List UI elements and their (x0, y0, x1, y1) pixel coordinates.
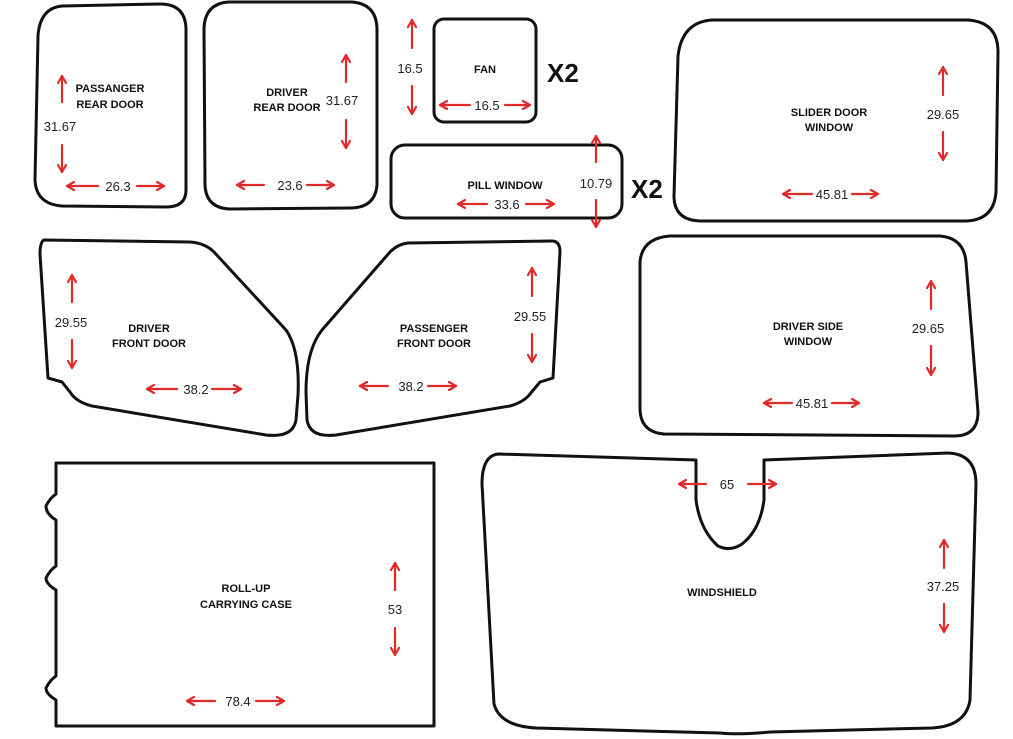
driver-front-door-width: 38.2 (183, 382, 208, 397)
driver-side-window-label-2: WINDOW (784, 336, 833, 348)
driver-side-window-height: 29.65 (912, 321, 945, 336)
passenger-rear-door-piece: PASSANGER REAR DOOR 31.67 26.3 (33, 2, 188, 209)
fan-width: 16.5 (474, 98, 499, 113)
fan-multiplier: X2 (547, 58, 579, 88)
driver-rear-door-label-2: REAR DOOR (253, 102, 320, 114)
slider-door-window-width: 45.81 (816, 187, 849, 202)
rollup-case-height: 53 (388, 602, 402, 617)
pill-window-height: 10.79 (580, 176, 613, 191)
rollup-case-piece: ROLL-UP CARRYING CASE 53 78.4 (44, 461, 436, 728)
driver-front-door-height: 29.55 (55, 315, 88, 330)
rollup-case-label-1: ROLL-UP (222, 583, 271, 595)
slider-door-window-outline (672, 18, 1000, 223)
driver-rear-door-piece: DRIVER REAR DOOR 31.67 23.6 (202, 0, 379, 211)
fan-height: 16.5 (397, 61, 422, 76)
fan-outline (432, 17, 538, 124)
slider-door-window-label-1: SLIDER DOOR (791, 107, 867, 119)
passenger-front-door-width: 38.2 (398, 379, 423, 394)
driver-side-window-label-1: DRIVER SIDE (773, 321, 843, 333)
driver-front-door-label-1: DRIVER (128, 323, 170, 335)
driver-front-door-piece: DRIVER FRONT DOOR 29.55 38.2 (38, 238, 300, 437)
driver-rear-door-outline (202, 0, 379, 211)
windshield-piece: WINDSHIELD 65 37.25 (480, 451, 978, 736)
fan-label: FAN (474, 64, 496, 76)
passenger-front-door-piece: PASSENGER FRONT DOOR 29.55 38.2 (304, 239, 562, 437)
passenger-rear-door-width: 26.3 (105, 179, 130, 194)
pill-window-outline (389, 143, 624, 220)
driver-side-window-piece: DRIVER SIDE WINDOW 29.65 45.81 (638, 234, 980, 438)
windshield-notch-width: 65 (720, 477, 734, 492)
pill-window-multiplier: X2 (631, 174, 663, 204)
rollup-case-width: 78.4 (225, 694, 250, 709)
pill-window-label: PILL WINDOW (468, 180, 544, 192)
passenger-front-door-height: 29.55 (514, 309, 547, 324)
slider-door-window-label-2: WINDOW (805, 122, 854, 134)
passenger-front-door-label-1: PASSENGER (400, 323, 468, 335)
windshield-height: 37.25 (927, 579, 960, 594)
windshield-label: WINDSHIELD (687, 587, 757, 599)
driver-side-window-outline (638, 234, 980, 438)
rollup-case-label-2: CARRYING CASE (200, 599, 292, 611)
slider-door-window-piece: SLIDER DOOR WINDOW 29.65 45.81 (672, 18, 1000, 223)
driver-rear-door-width: 23.6 (277, 178, 302, 193)
passenger-rear-door-outline (33, 2, 188, 209)
windshield-outline (480, 451, 978, 736)
slider-door-window-height: 29.65 (927, 107, 960, 122)
driver-rear-door-label-1: DRIVER (266, 87, 308, 99)
rollup-case-outline (44, 461, 436, 728)
pill-window-width: 33.6 (494, 197, 519, 212)
driver-side-window-width: 45.81 (796, 396, 829, 411)
passenger-rear-door-height: 31.67 (44, 119, 77, 134)
passenger-rear-door-label-1: PASSANGER (76, 83, 145, 95)
driver-rear-door-height: 31.67 (326, 93, 359, 108)
passenger-rear-door-label-2: REAR DOOR (76, 99, 143, 111)
pill-window-piece: PILL WINDOW 33.6 10.79 X2 (389, 134, 663, 229)
passenger-front-door-label-2: FRONT DOOR (397, 338, 471, 350)
fan-piece: FAN 16.5 16.5 X2 (397, 17, 579, 124)
driver-front-door-label-2: FRONT DOOR (112, 338, 186, 350)
